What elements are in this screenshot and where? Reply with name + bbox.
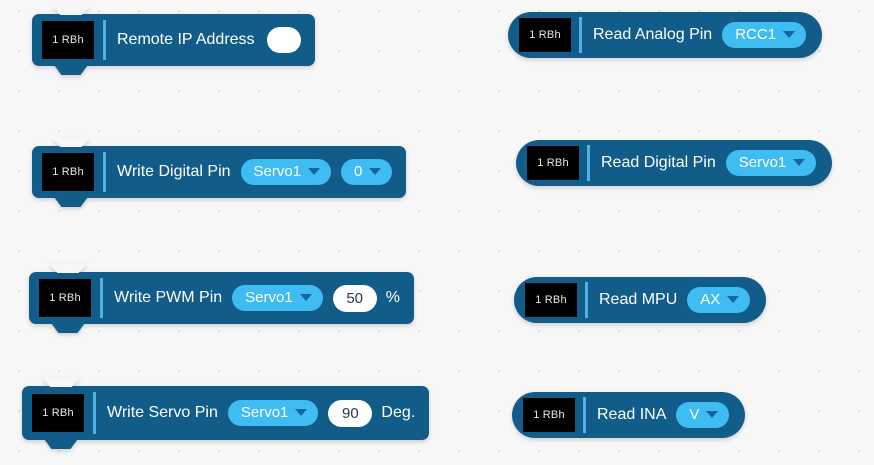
- dropdown-value: 0: [354, 163, 363, 180]
- block-label: Read MPU: [599, 291, 678, 308]
- dropdown-pin[interactable]: Servo1: [240, 159, 332, 185]
- block-separator: [579, 17, 582, 53]
- chevron-down-icon: [308, 168, 321, 175]
- dropdown-pin[interactable]: Servo1: [232, 285, 323, 311]
- block-label: Read INA: [597, 406, 667, 423]
- dropdown-value: Servo1: [245, 289, 293, 306]
- block-separator: [103, 20, 106, 60]
- block-label: Write PWM Pin: [114, 289, 223, 306]
- block-label: Write Digital Pin: [117, 163, 231, 180]
- block-notch-bottom: [54, 197, 88, 207]
- chevron-down-icon: [793, 159, 806, 166]
- block-read-mpu[interactable]: 1 RBh Read MPU AX: [514, 277, 767, 323]
- block-notch-top: [52, 138, 90, 147]
- block-label: Remote IP Address: [117, 31, 255, 48]
- block-read-ina[interactable]: 1 RBh Read INA V: [512, 392, 746, 438]
- block-notch-bottom: [44, 439, 78, 449]
- chevron-down-icon: [369, 168, 382, 175]
- duty-cycle-unit: %: [385, 289, 400, 306]
- block-notch-top: [49, 264, 87, 273]
- block-badge: 1 RBh: [39, 279, 91, 317]
- block-notch-top: [42, 378, 80, 387]
- dropdown-value: Servo1: [738, 154, 787, 171]
- dropdown-value: V: [689, 406, 700, 423]
- block-read-analog-pin[interactable]: 1 RBh Read Analog Pin RCC1: [508, 12, 823, 58]
- block-separator: [100, 278, 103, 318]
- chevron-down-icon: [295, 409, 308, 416]
- dropdown-pin[interactable]: Servo1: [227, 400, 319, 426]
- dropdown-value: Servo1: [240, 404, 289, 421]
- block-badge: 1 RBh: [42, 21, 94, 59]
- block-notch-top: [52, 6, 90, 15]
- block-label: Read Analog Pin: [593, 26, 713, 43]
- dropdown-state[interactable]: 0: [341, 159, 393, 185]
- dropdown-value: RCC1: [735, 26, 777, 43]
- dropdown-measure[interactable]: V: [676, 402, 730, 428]
- block-badge: 1 RBh: [525, 283, 577, 317]
- block-badge: 1 RBh: [519, 18, 571, 52]
- dropdown-value: Servo1: [253, 163, 302, 180]
- chevron-down-icon: [706, 411, 719, 418]
- block-separator: [585, 282, 588, 318]
- block-badge: 1 RBh: [32, 394, 84, 432]
- dropdown-pin[interactable]: Servo1: [725, 150, 817, 176]
- block-remote-ip-address[interactable]: 1 RBh Remote IP Address: [32, 6, 315, 75]
- block-label: Write Servo Pin: [107, 404, 218, 421]
- block-badge: 1 RBh: [42, 153, 94, 191]
- block-badge: 1 RBh: [527, 146, 579, 180]
- block-read-digital-pin[interactable]: 1 RBh Read Digital Pin Servo1: [516, 140, 833, 186]
- dropdown-axis[interactable]: AX: [687, 287, 751, 313]
- angle-unit: Deg.: [381, 404, 416, 421]
- chevron-down-icon: [783, 31, 796, 38]
- boolean-field[interactable]: [266, 27, 301, 53]
- block-separator: [583, 397, 586, 433]
- block-badge: 1 RBh: [523, 398, 575, 432]
- block-write-pwm-pin[interactable]: 1 RBh Write PWM Pin Servo1 50 %: [29, 264, 414, 333]
- block-notch-bottom: [51, 323, 85, 333]
- dropdown-pin[interactable]: RCC1: [722, 22, 807, 48]
- block-write-servo-pin[interactable]: 1 RBh Write Servo Pin Servo1 90 Deg.: [22, 378, 430, 449]
- block-label: Read Digital Pin: [601, 154, 716, 171]
- block-write-digital-pin[interactable]: 1 RBh Write Digital Pin Servo1 0: [32, 138, 407, 207]
- angle-input[interactable]: 90: [328, 399, 373, 427]
- block-notch-bottom: [54, 65, 88, 75]
- block-separator: [587, 145, 590, 181]
- block-separator: [93, 392, 96, 434]
- chevron-down-icon: [727, 296, 740, 303]
- duty-cycle-input[interactable]: 50: [332, 284, 377, 312]
- chevron-down-icon: [299, 294, 312, 301]
- dropdown-value: AX: [700, 291, 721, 308]
- block-separator: [103, 152, 106, 192]
